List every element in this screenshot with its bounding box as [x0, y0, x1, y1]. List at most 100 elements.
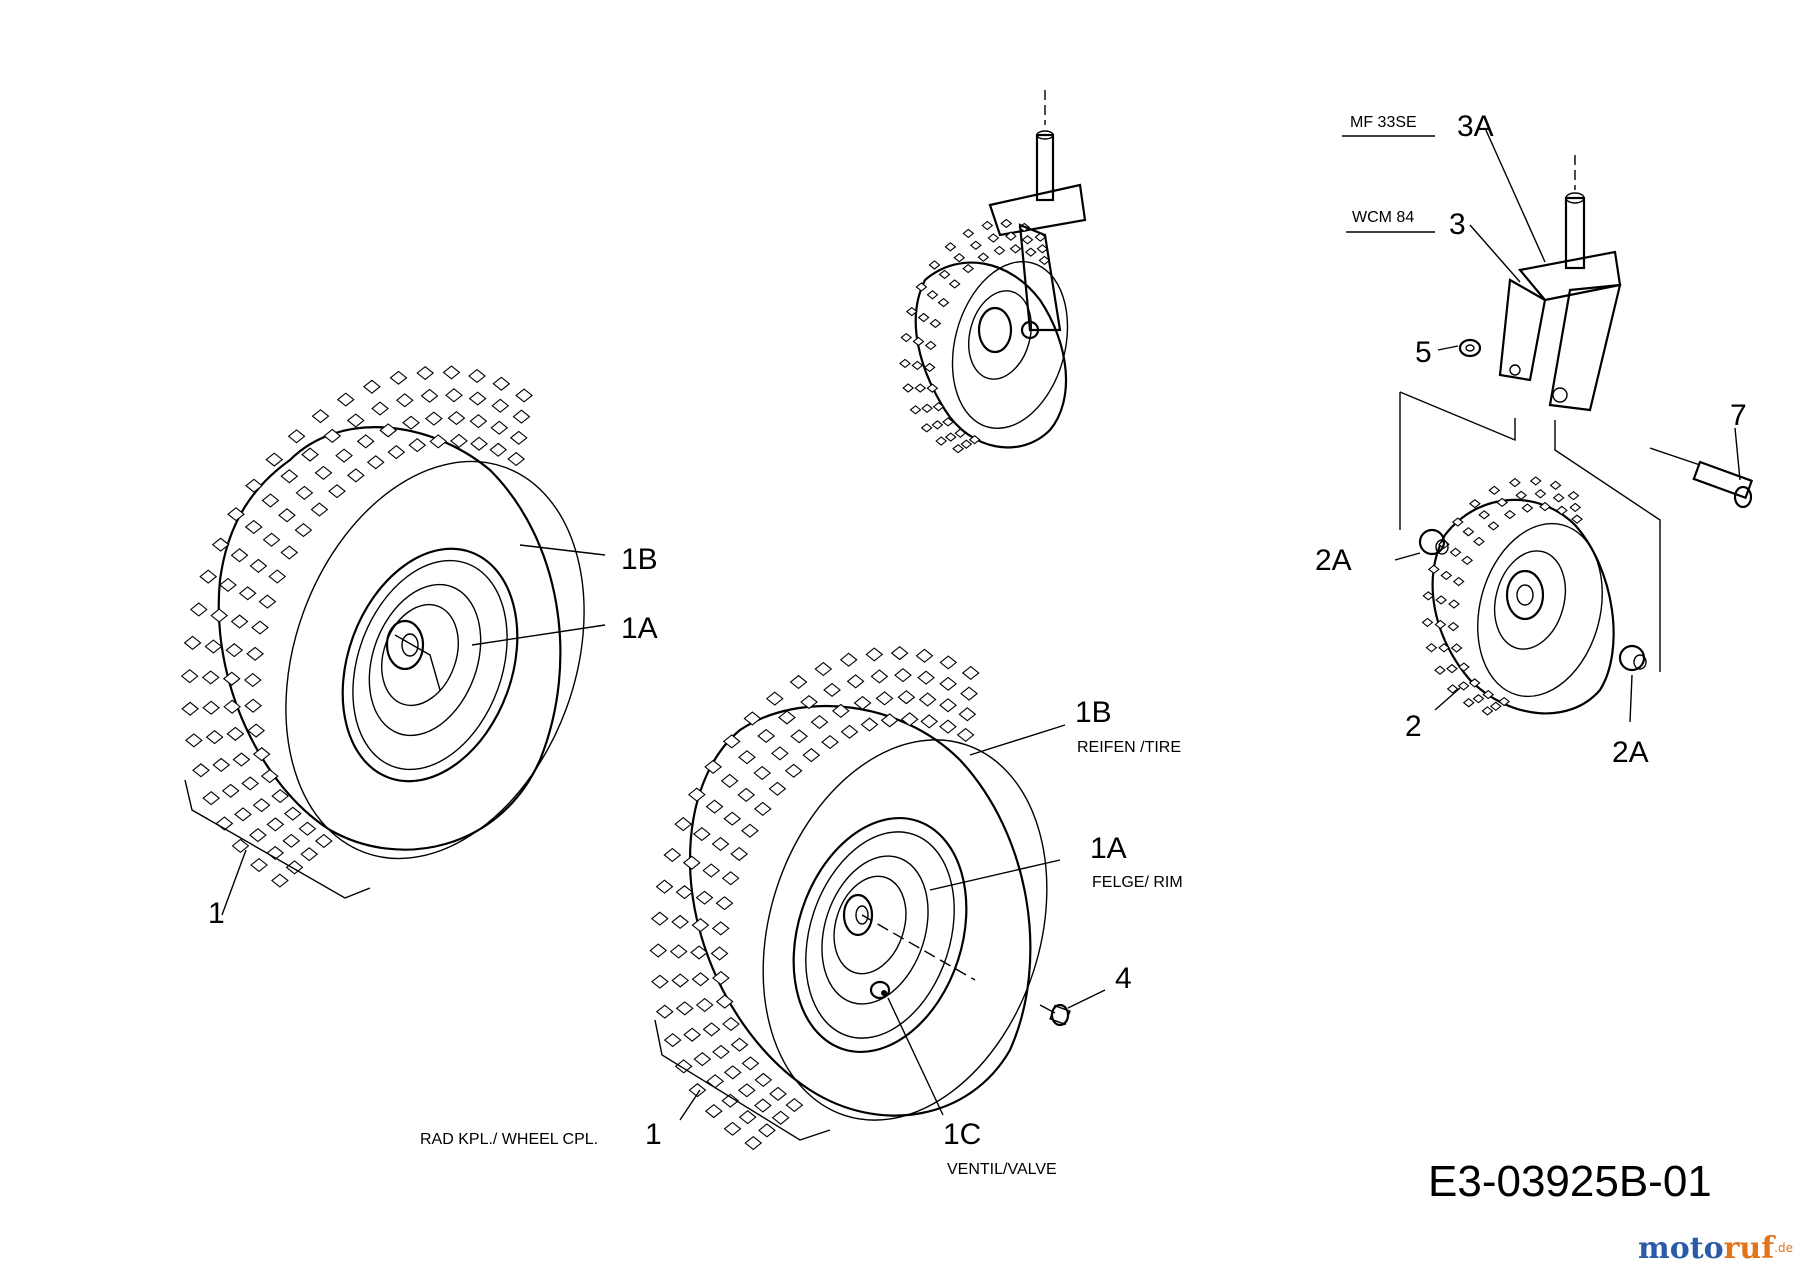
- tread-block: [1449, 547, 1462, 558]
- tread-block: [948, 279, 961, 289]
- tread-block: [1450, 643, 1463, 653]
- tread-block: [900, 712, 919, 727]
- tread-block: [261, 493, 280, 508]
- tread-block: [954, 428, 967, 438]
- tread-block: [937, 297, 950, 308]
- label-rad-kpl-wheel-cpl: RAD KPL./ WHEEL CPL.: [420, 1131, 598, 1148]
- tread-block: [900, 332, 913, 343]
- tread-block: [692, 826, 711, 842]
- tread-block: [249, 558, 268, 573]
- tread-block: [944, 432, 957, 442]
- tread-block: [314, 465, 333, 480]
- tread-block: [211, 537, 230, 552]
- tread-block: [1567, 490, 1580, 501]
- tread-block: [445, 388, 463, 403]
- tread-block: [753, 801, 772, 816]
- tread-block: [490, 420, 509, 435]
- tread-block: [1435, 595, 1448, 605]
- wheel-1-left: [180, 365, 585, 899]
- tread-block: [711, 921, 730, 936]
- valve-cap-part-4: [1039, 1003, 1071, 1027]
- tread-block: [1438, 643, 1450, 653]
- tread-block: [1452, 576, 1465, 587]
- tread-block: [952, 443, 964, 454]
- tread-block: [711, 970, 730, 986]
- tread-block: [675, 1001, 694, 1016]
- callout-1a-top: 1A: [621, 612, 658, 645]
- tread-block: [1000, 218, 1013, 229]
- tread-block: [244, 698, 263, 713]
- tread-block: [931, 420, 944, 430]
- tread-block: [205, 729, 224, 745]
- tread-block: [238, 586, 257, 601]
- tread-block: [737, 787, 756, 802]
- tread-block: [244, 519, 263, 535]
- tread-block: [753, 765, 772, 781]
- tread-block: [470, 436, 488, 451]
- tread-block: [771, 1110, 790, 1125]
- tread-block: [266, 845, 285, 861]
- tread-block: [280, 469, 299, 484]
- wheel-1-middle: [649, 645, 1048, 1151]
- tread-block: [1515, 490, 1528, 501]
- callout-4: 4: [1115, 962, 1132, 995]
- tread-block: [335, 448, 353, 463]
- tread-block: [839, 652, 858, 667]
- tread-block: [189, 602, 208, 617]
- tread-block: [311, 409, 330, 424]
- tread-block: [737, 1083, 756, 1098]
- tread-pattern-small: [1421, 476, 1583, 716]
- tread-block: [939, 719, 957, 734]
- tread-block: [1571, 514, 1583, 524]
- tread-block: [968, 434, 981, 445]
- tread-block: [416, 365, 435, 381]
- tread-block: [690, 945, 708, 960]
- tread-block: [260, 768, 279, 784]
- tread-block: [266, 817, 285, 832]
- tread-block: [1448, 599, 1460, 609]
- tread-block: [730, 846, 749, 862]
- tread-block: [241, 776, 260, 791]
- tread-block: [389, 370, 408, 385]
- tread-block: [912, 336, 925, 347]
- tread-block: [1552, 493, 1565, 503]
- tread-block: [723, 1121, 742, 1136]
- tread-block: [897, 690, 916, 705]
- tread-block: [202, 700, 221, 715]
- tread-block: [221, 783, 240, 798]
- tread-block: [778, 710, 796, 725]
- tread-block: [722, 1016, 740, 1032]
- tread-block: [935, 436, 948, 446]
- tread-block: [683, 1027, 702, 1042]
- tread-block: [283, 806, 302, 821]
- tread-block: [1534, 489, 1547, 499]
- tread-block: [753, 1098, 772, 1113]
- tread-block: [1425, 642, 1438, 653]
- tread-block: [246, 646, 264, 661]
- tread-block: [754, 1072, 773, 1088]
- tread-block: [232, 752, 251, 767]
- tread-block: [271, 873, 289, 888]
- tread-block: [899, 358, 911, 369]
- label-model-wcm84: WCM 84: [1352, 209, 1414, 226]
- tread-block: [425, 411, 443, 426]
- tread-block: [181, 701, 199, 716]
- tread-block: [655, 1004, 674, 1019]
- tread-block: [201, 670, 220, 685]
- tread-block: [720, 773, 739, 788]
- label-reifen-tire: REIFEN /TIRE: [1077, 739, 1181, 756]
- tread-block: [387, 445, 406, 460]
- tread-block: [287, 429, 306, 444]
- tread-block: [923, 362, 936, 373]
- tread-block: [298, 821, 317, 836]
- tread-block: [938, 269, 951, 280]
- tread-block: [687, 787, 706, 802]
- tread-block: [469, 414, 488, 429]
- tread-block: [926, 290, 939, 300]
- tread-block: [180, 669, 199, 684]
- tread-block: [663, 1032, 682, 1048]
- tread-block: [721, 871, 740, 886]
- tread-block: [958, 707, 977, 722]
- tread-block: [960, 439, 973, 449]
- tread-block: [295, 485, 314, 500]
